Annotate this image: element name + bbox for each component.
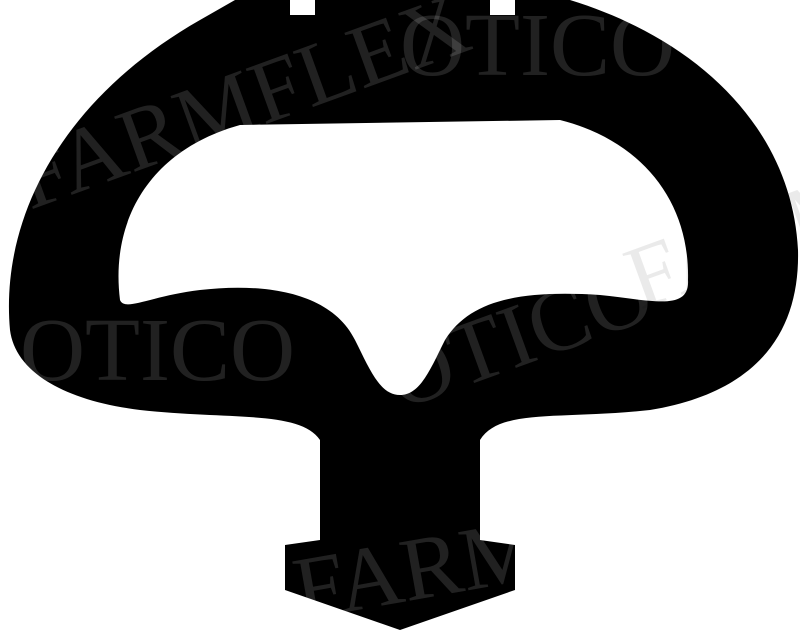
top-notch-right xyxy=(490,0,515,15)
watermark-brand-lower-left: OTICO xyxy=(20,301,295,400)
watermark-brand-top: OTICO xyxy=(400,0,675,95)
top-notch-left xyxy=(290,0,315,15)
seal-inner-hollow xyxy=(118,120,689,395)
